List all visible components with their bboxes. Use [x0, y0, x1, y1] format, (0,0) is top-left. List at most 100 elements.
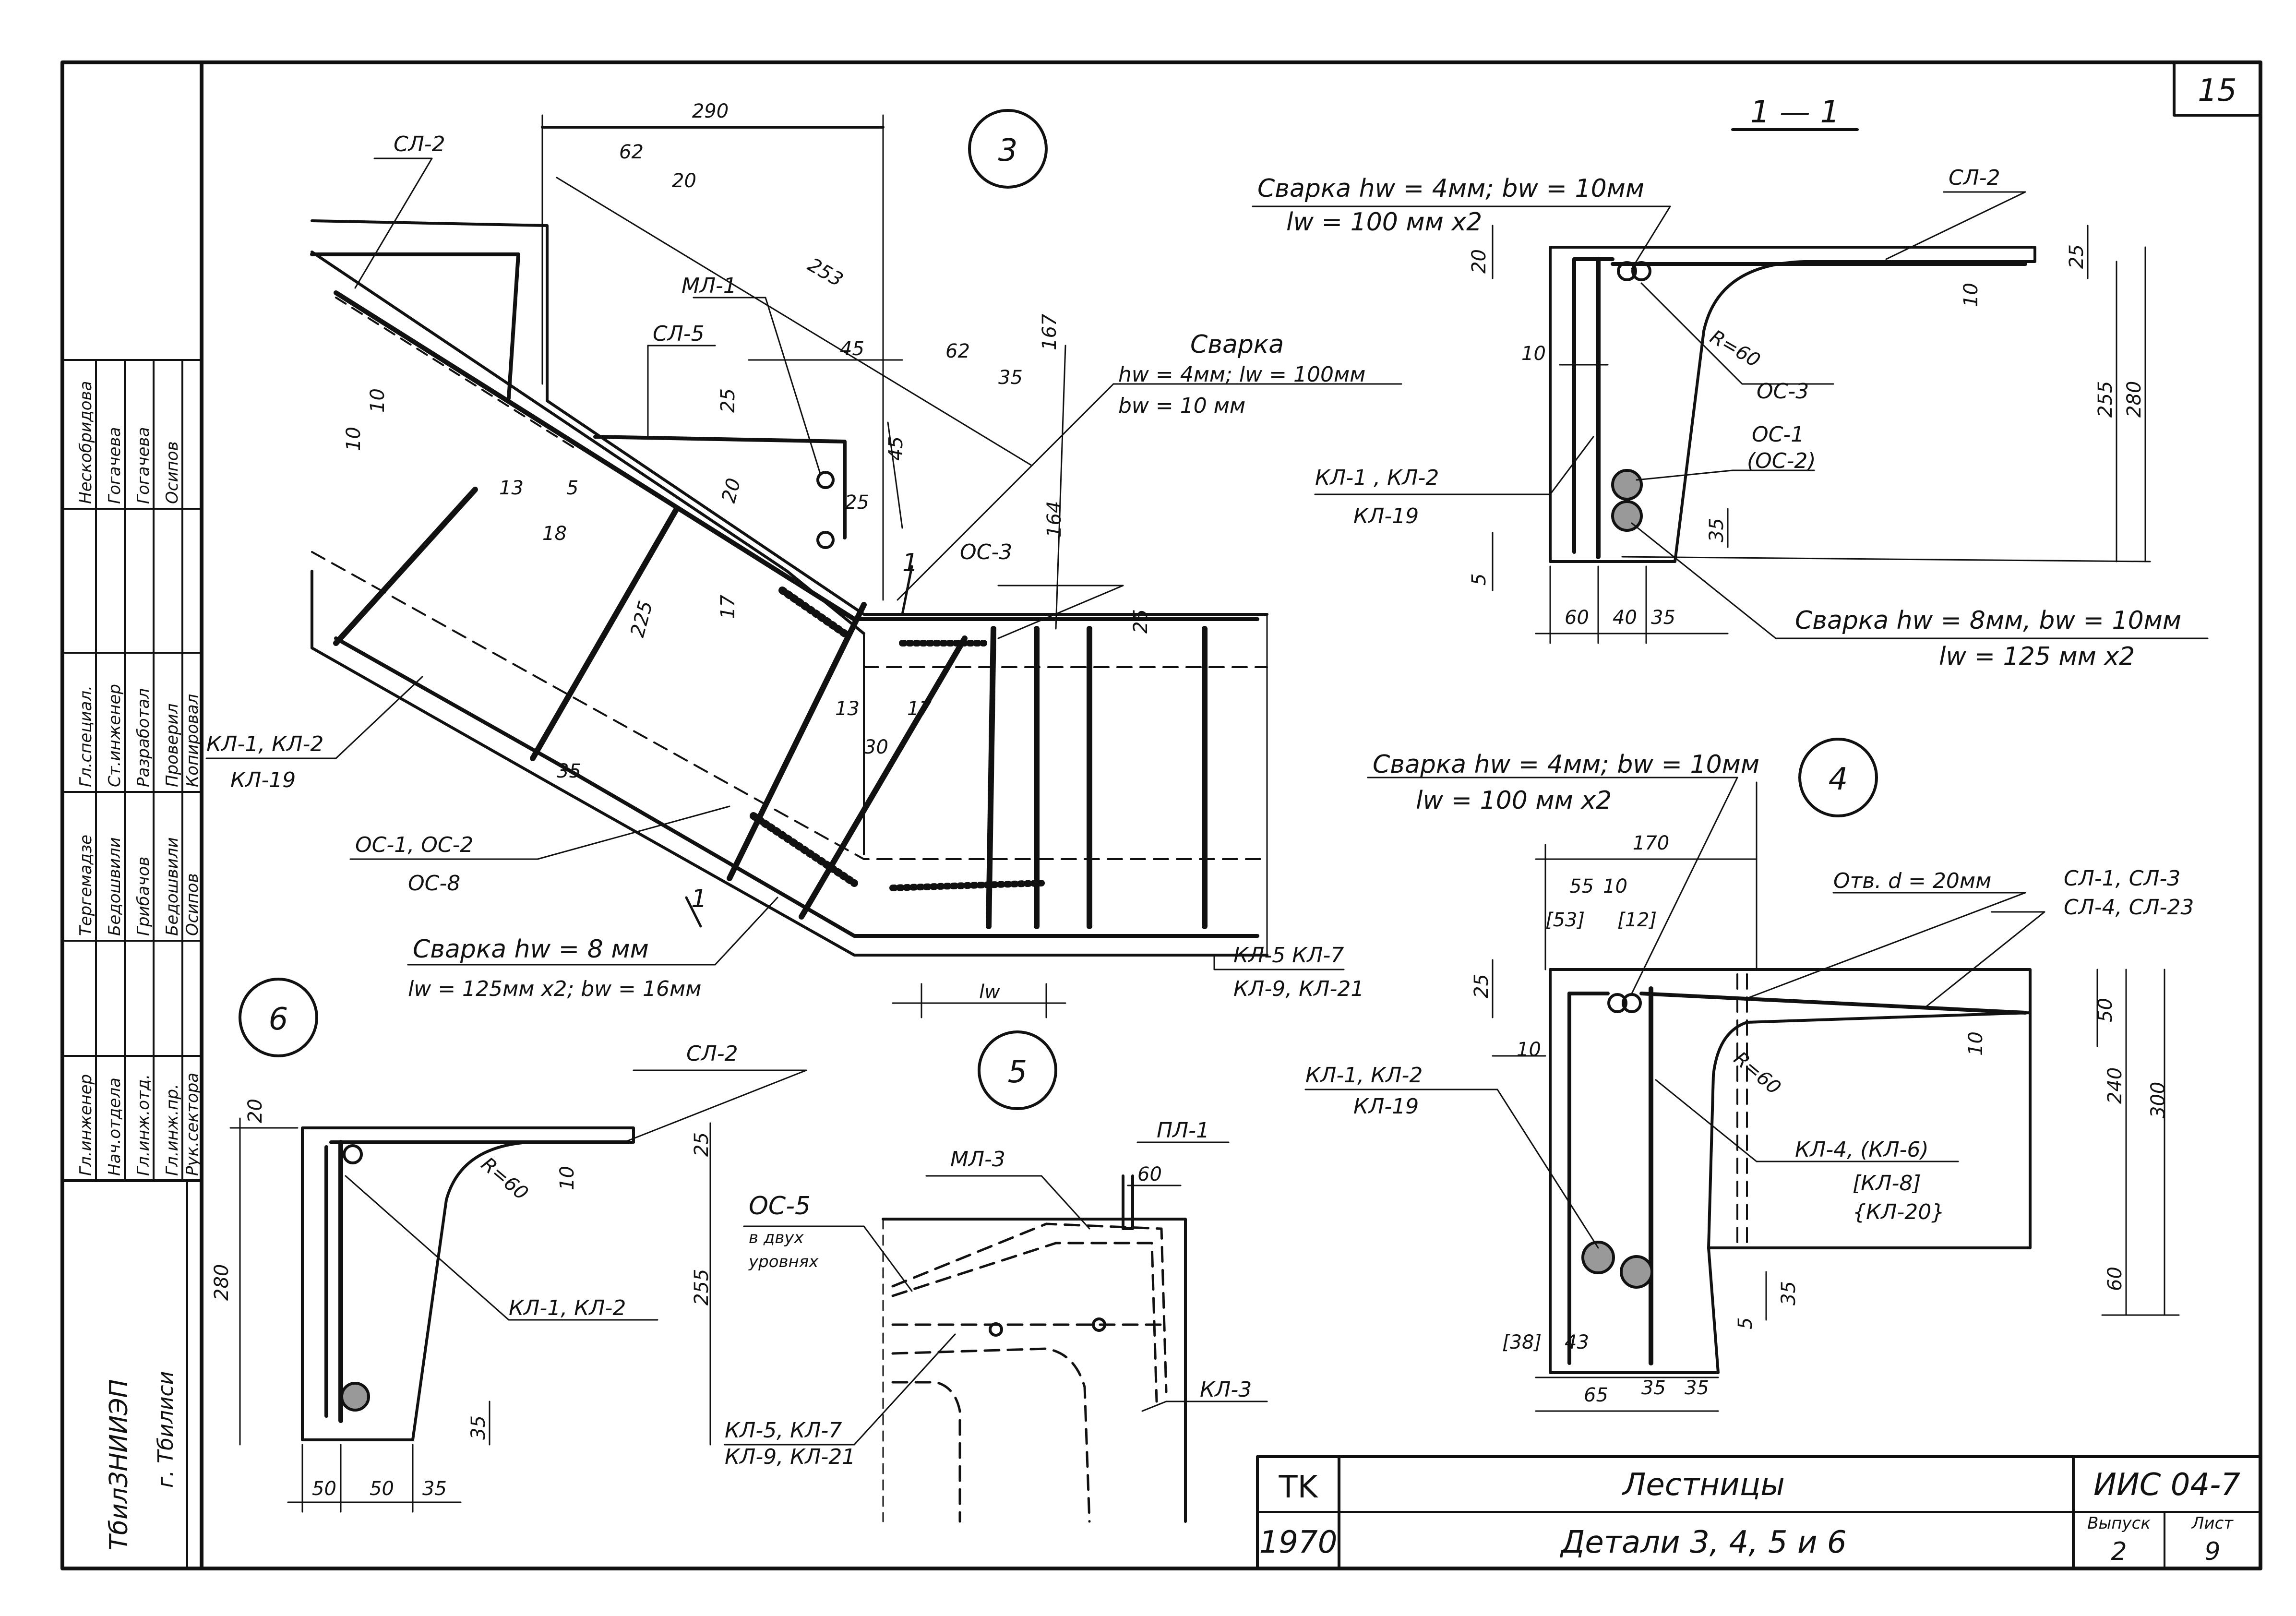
s11-r60: R=60	[1706, 326, 1764, 372]
d3-dim-20: 20	[672, 170, 696, 192]
drawing-title: Лестницы	[1622, 1467, 1785, 1503]
d3-dim-62b: 62	[945, 340, 970, 362]
detail-6-circle	[239, 978, 318, 1057]
sheet-number-box	[2173, 61, 2262, 117]
d3-sl2: СЛ-2	[394, 132, 445, 156]
staff2-name-1: Нескобридова	[76, 381, 96, 504]
d6-dim-35: 35	[467, 1415, 490, 1440]
staff2-role-3: Разработал	[134, 688, 153, 787]
detail-4-number: 4	[1829, 762, 1848, 797]
s11-dim-10: 10	[1521, 343, 1546, 365]
d4-dim-10c: 10	[1965, 1031, 1987, 1056]
d3-dim-18: 18	[542, 523, 567, 545]
d3-dim-lw: lw	[979, 981, 1000, 1003]
s11-oc3: ОС-3	[1757, 379, 1809, 404]
d4-dim-55: 55	[1569, 875, 1594, 898]
staff2-role-4: Проверил	[163, 704, 182, 787]
d6-sl2: СЛ-2	[686, 1041, 738, 1066]
staff2-role-5: Копировал	[183, 694, 202, 787]
s11-dim-35b: 35	[1651, 607, 1675, 629]
d3-dim-10b: 10	[367, 388, 389, 413]
staff2-name-3: Гогачева	[134, 427, 153, 504]
detail-4-circle	[1798, 738, 1878, 817]
d3-dim-45a: 45	[840, 338, 864, 360]
s11-weld2-1: Сварка hw = 8мм, bw = 10мм	[1795, 606, 2181, 635]
d4-dim-25: 25	[1471, 974, 1493, 998]
section-1-1-title: 1 — 1	[1750, 95, 1840, 130]
d3-weld-top-1: Сварка	[1190, 330, 1284, 359]
staff2-role-2: Ст.инженер	[105, 684, 124, 787]
d4-dim-38: [38]	[1502, 1331, 1542, 1353]
d5-dim-60: 60	[1137, 1163, 1162, 1185]
d4-dim-60: 60	[2104, 1267, 2126, 1291]
staff-table-grid	[61, 359, 203, 1182]
sheet-label: Лист	[2191, 1514, 2234, 1533]
d6-r60: R=60	[477, 1153, 533, 1204]
d3-oc-1: ОС-1, ОС-2	[355, 833, 473, 857]
d5-oc5-2: в двух	[749, 1228, 804, 1247]
drawing-subtitle: Детали 3, 4, 5 и 6	[1559, 1525, 1846, 1560]
s11-weld1-1: Сварка hw = 4мм; bw = 10мм	[1257, 174, 1644, 203]
sheet-number: 15	[2198, 73, 2236, 108]
detail-3-number: 3	[998, 133, 1018, 168]
d6-dim-255: 255	[691, 1269, 713, 1305]
staff-name-3: Грибачов	[134, 857, 153, 936]
d4-dim-35: 35	[1778, 1281, 1800, 1305]
d3-dim-25b: 25	[845, 491, 869, 514]
staff-name-2: Бедошвили	[105, 837, 124, 936]
d3-dim-17a: 17	[717, 595, 739, 619]
title-year: 1970	[1259, 1525, 1338, 1560]
d3-dim-20b: 20	[718, 476, 745, 505]
s11-weld2-2: lw = 125 мм x2	[1939, 642, 2135, 671]
d3-kl-left-2: КЛ-19	[230, 768, 296, 792]
d3-dim-30: 30	[864, 736, 888, 758]
s11-dim-5: 5	[1468, 574, 1490, 586]
d5-oc5-1: ОС-5	[749, 1192, 811, 1221]
sheet-index: 9	[2204, 1537, 2220, 1566]
d3-oc3: ОС-3	[960, 540, 1012, 564]
d3-kl-right-1: КЛ-5 КЛ-7	[1233, 943, 1344, 968]
d3-weld-bot-1: Сварка hw = 8 мм	[413, 935, 649, 964]
d4-dim-10b: 10	[1517, 1039, 1541, 1061]
staff-role-5: Рук.сектора	[183, 1073, 202, 1176]
s11-dim-60: 60	[1565, 607, 1589, 629]
d4-hole: Отв. d = 20мм	[1833, 869, 1991, 893]
d3-kl-right-2: КЛ-9, КЛ-21	[1233, 977, 1364, 1001]
d5-oc5-3: уровнях	[748, 1252, 819, 1271]
d6-dim-35b: 35	[422, 1478, 447, 1500]
detail-3-circle	[968, 109, 1048, 189]
d3-dim-62a: 62	[619, 141, 644, 163]
d4-dim-53: [53]	[1545, 909, 1585, 931]
sheet-frame	[60, 60, 2262, 1570]
d3-dim-13b: 13	[835, 698, 860, 720]
detail-6-drawing	[229, 1069, 807, 1513]
d6-kl: КЛ-1, КЛ-2	[509, 1296, 626, 1320]
d3-kl-left-1: КЛ-1, КЛ-2	[206, 732, 323, 756]
d4-kl4-2: [КЛ-8]	[1853, 1171, 1921, 1196]
s11-oc1: ОС-1	[1752, 422, 1804, 447]
d3-section-mark-bottom: 1	[691, 885, 707, 913]
d6-dim-50b: 50	[370, 1478, 394, 1500]
d3-weld-bot-2: lw = 125мм x2; bw = 16мм	[408, 977, 701, 1001]
s11-dim-10b: 10	[1960, 283, 1982, 307]
d3-dim-10a: 10	[343, 427, 365, 451]
d4-weld-1: Сварка hw = 4мм; bw = 10мм	[1373, 750, 1759, 779]
d4-dim-5: 5	[1734, 1317, 1757, 1329]
s11-dim-25: 25	[2066, 244, 2088, 269]
d3-dim-13a: 13	[499, 477, 524, 499]
issue-label: Выпуск	[2087, 1514, 2151, 1533]
d4-dim-10: 10	[1603, 875, 1627, 898]
issue-number: 2	[2111, 1537, 2127, 1566]
staff-name-5: Осипов	[183, 873, 202, 936]
d4-dim-65: 65	[1584, 1384, 1608, 1406]
d3-oc-2: ОС-8	[408, 871, 460, 896]
series-code: ИИС 04-7	[2093, 1467, 2240, 1503]
d5-kl3: КЛ-3	[1200, 1377, 1252, 1402]
d4-kl4-3: {КЛ-20}	[1853, 1200, 1945, 1224]
d3-dim-25c: 25	[1130, 609, 1152, 634]
d3-dim-25a: 25	[717, 388, 739, 413]
d5-ml3: МЛ-3	[950, 1147, 1005, 1172]
d4-kl4-1: КЛ-4, (КЛ-6)	[1795, 1137, 1929, 1162]
d4-sl-2: СЛ-4, СЛ-23	[2064, 895, 2194, 920]
